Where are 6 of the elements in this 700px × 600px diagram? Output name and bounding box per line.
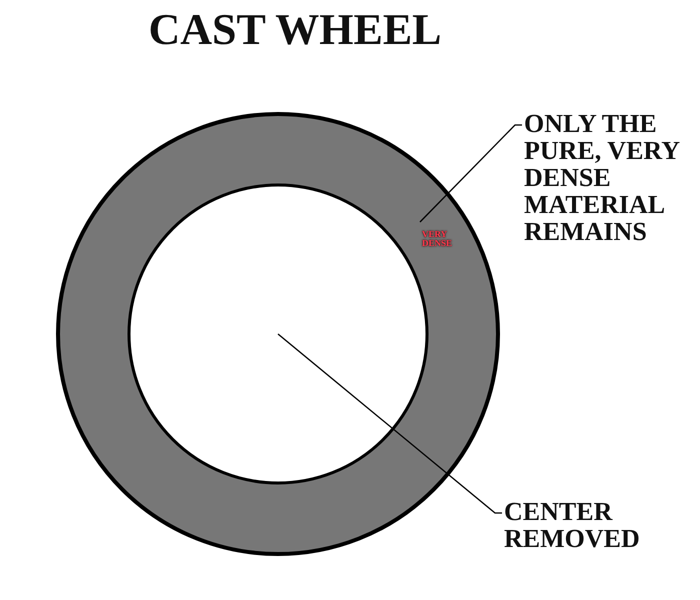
leader-line (278, 334, 502, 514)
diagram-title: CAST WHEEL (147, 4, 443, 55)
leader-line (420, 124, 522, 222)
callout-text: ONLY THE PURE, VERY DENSE MATERIAL REMAINS (524, 110, 680, 245)
ring-label: VERY DENSE (422, 230, 454, 248)
callout-text: CENTER REMOVED (504, 498, 641, 552)
